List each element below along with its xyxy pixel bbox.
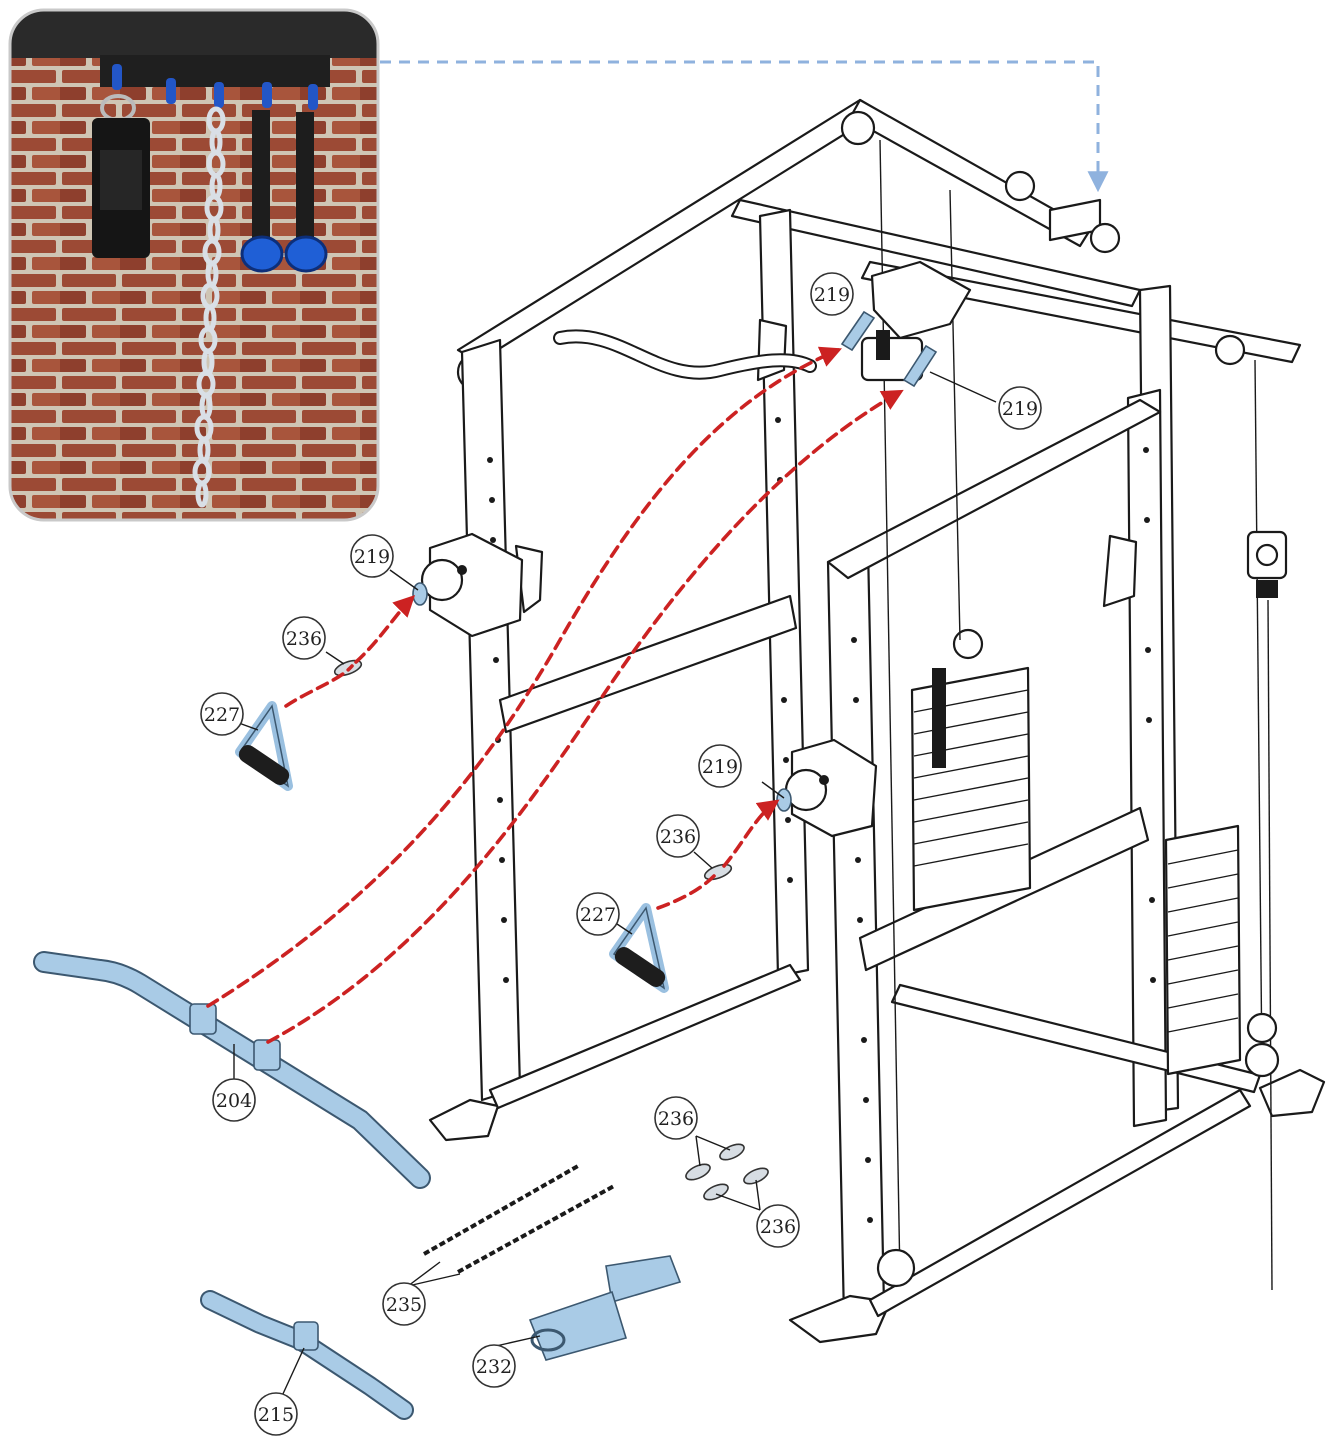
callout-227-left: 227 — [200, 692, 244, 736]
ankle-strap-photo — [92, 94, 150, 258]
callout-232: 232 — [472, 1344, 516, 1388]
callout-236-left-label: 236 — [286, 628, 322, 650]
callout-219-top-right-label: 219 — [1002, 398, 1038, 420]
callout-219-left-pulley: 219 — [350, 534, 394, 578]
inset-border — [8, 8, 380, 522]
callout-236-group-top-label: 236 — [658, 1108, 694, 1130]
carabiner-219-top-left — [840, 310, 876, 352]
callout-219-right-pulley-label: 219 — [702, 756, 738, 778]
callout-219-top-right: 219 — [998, 386, 1042, 430]
pulley-left-upright — [420, 532, 524, 638]
weight-stack-right — [1164, 824, 1242, 1076]
route-handle-to-link-left — [284, 664, 354, 708]
stirrup-handle-227-right — [609, 903, 669, 993]
callout-236-group-top: 236 — [654, 1096, 698, 1140]
callout-215: 215 — [254, 1392, 298, 1436]
route-link-to-pulley-left — [354, 594, 416, 664]
left-mid-crossbar — [498, 594, 798, 734]
ankle-strap-232 — [528, 1255, 682, 1361]
foot-front-right — [1258, 1068, 1326, 1118]
bottom-pulley-left — [876, 1248, 916, 1288]
callout-219-top-left-label: 219 — [814, 284, 850, 306]
callout-leaders — [233, 371, 997, 1397]
top-pulley-3 — [1089, 222, 1121, 254]
pulley-front-upright — [784, 738, 878, 838]
callout-219-top-left: 219 — [810, 272, 854, 316]
hanging-pulley-right — [1246, 530, 1288, 598]
hook-rack — [100, 55, 330, 87]
base-rail-left — [488, 963, 802, 1110]
route-handle-to-link-right — [656, 874, 716, 910]
top-pulley-2 — [1004, 170, 1036, 202]
callout-236-group-bottom-label: 236 — [760, 1216, 796, 1238]
callout-227-right: 227 — [576, 892, 620, 936]
inset-photo — [8, 8, 380, 522]
j-hook-right — [1102, 534, 1138, 608]
callout-236-right-label: 236 — [660, 826, 696, 848]
bottom-pulley-right-1 — [1246, 1012, 1278, 1044]
handle-photo-2 — [284, 112, 328, 273]
callout-235-label: 235 — [386, 1294, 422, 1316]
callout-219-left-pulley-label: 219 — [354, 546, 390, 568]
bottom-pulley-right-2 — [1244, 1042, 1280, 1078]
route-latbar-to-top-left — [206, 346, 842, 1008]
carabiner-219-top-right — [902, 344, 938, 388]
j-hook-back — [756, 318, 788, 382]
callout-204: 204 — [212, 1078, 256, 1122]
top-pulley-1 — [840, 110, 876, 146]
route-link-to-pulley-right — [722, 799, 780, 868]
callout-236-left: 236 — [282, 616, 326, 660]
callout-235: 235 — [382, 1282, 426, 1326]
foot-front-left — [788, 1294, 892, 1344]
callout-219-right-pulley: 219 — [698, 744, 742, 788]
snap-link-group-236 — [685, 1143, 769, 1201]
carabiner-219-right-pulley — [776, 788, 792, 812]
callout-236-right: 236 — [656, 814, 700, 858]
lat-bar-204 — [33, 951, 431, 1189]
callout-215-label: 215 — [258, 1404, 294, 1426]
upright-front-right — [1126, 388, 1168, 1128]
route-latbar-to-top-right — [266, 389, 904, 1044]
storage-pointer-arrow — [380, 60, 1109, 193]
callout-227-right-label: 227 — [580, 904, 616, 926]
hooks — [112, 64, 318, 110]
callout-204-label: 204 — [216, 1090, 252, 1112]
top-crossbar — [730, 198, 1142, 308]
upright-holes — [487, 417, 1156, 1223]
handle-photo-1 — [240, 110, 284, 273]
chain-photo — [192, 106, 226, 508]
top-pulley-4 — [1214, 334, 1246, 366]
callout-227-left-label: 227 — [204, 704, 240, 726]
snap-link-236-right — [703, 863, 733, 881]
front-top-beam — [826, 398, 1162, 580]
top-carabiner-block — [860, 260, 972, 382]
frame-beam — [10, 10, 378, 58]
callout-232-label: 232 — [476, 1356, 512, 1378]
foot-back-left — [428, 1098, 500, 1142]
rack-frame — [420, 98, 1326, 1344]
carabiner-219-left-pulley — [412, 582, 428, 606]
base-rail-front — [868, 1088, 1252, 1318]
short-bar-215 — [200, 1290, 414, 1420]
chains-235 — [423, 1164, 615, 1274]
weight-stack-left — [910, 628, 1032, 912]
stirrup-handle-227-left — [235, 701, 293, 791]
callout-236-group-bottom: 236 — [756, 1204, 800, 1248]
